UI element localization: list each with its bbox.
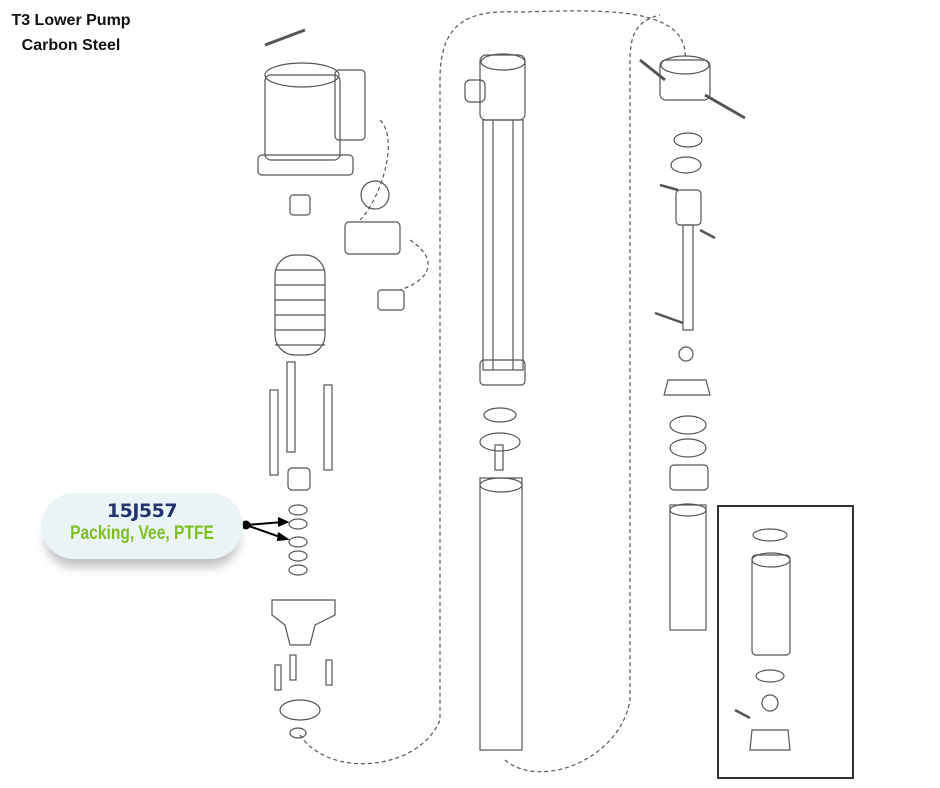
tie-frame [482, 119, 524, 371]
part-number: 15J557 [106, 500, 178, 522]
pump-head [479, 54, 526, 121]
clamp-handle [704, 93, 746, 120]
piston-rod [494, 444, 504, 471]
vee-packings [288, 504, 308, 576]
coupler [289, 194, 311, 216]
assembly-path-left [299, 10, 686, 765]
o-ring [479, 432, 521, 452]
clamp-top [660, 55, 710, 75]
fitting [377, 289, 405, 311]
motor-base [257, 154, 354, 176]
screw [274, 664, 282, 691]
part-description: Packing, Vee, PTFE [70, 523, 214, 544]
ball [678, 346, 694, 362]
gauge [360, 180, 390, 210]
tie-rod [323, 384, 333, 471]
clamp-handle [639, 58, 666, 82]
o-ring [483, 407, 517, 423]
frame-base [479, 359, 526, 386]
seal [670, 156, 702, 174]
sleeve-top [669, 503, 707, 517]
pin [654, 311, 684, 325]
screw [289, 654, 297, 681]
part-callout: 15J557 Packing, Vee, PTFE [41, 493, 243, 559]
motor-top [264, 62, 340, 88]
regulator [344, 221, 401, 255]
intake-top [751, 552, 791, 568]
callout-arrows [241, 517, 290, 541]
ball [761, 694, 779, 712]
bearing [673, 132, 703, 148]
tie-rod [269, 389, 279, 476]
displacement-rod [682, 224, 694, 331]
sleeve [669, 504, 707, 631]
o-ring [752, 528, 788, 542]
diagram-title: T3 Lower Pump Carbon Steel [6, 8, 136, 58]
tie-rod [286, 361, 296, 453]
clamp-housing [659, 59, 711, 101]
o-ring [279, 699, 321, 721]
displacement-rod-top [675, 189, 702, 226]
screw [325, 659, 333, 686]
title-line-1: T3 Lower Pump [11, 12, 131, 29]
assembly-path-right [504, 14, 661, 773]
gland [669, 464, 709, 491]
packing-nut [287, 467, 311, 491]
pump-head-top [480, 53, 526, 71]
rod-part [264, 28, 306, 47]
assembly-path-gauge [359, 119, 429, 291]
motor-housing [264, 74, 341, 161]
pin [659, 183, 679, 192]
spring [274, 254, 326, 356]
cylinder-top [479, 477, 523, 493]
motor-side [334, 69, 366, 141]
intake-housing [751, 554, 791, 656]
cylinder [479, 477, 523, 751]
pin [699, 228, 716, 240]
seal [669, 415, 707, 435]
seal [669, 438, 707, 458]
outlet-housing [271, 599, 336, 646]
outlet-port [464, 79, 486, 103]
pin [734, 708, 751, 720]
title-line-2: Carbon Steel [21, 37, 121, 54]
inset-box [717, 505, 854, 779]
piston [663, 379, 711, 396]
o-ring [755, 669, 785, 683]
washer [289, 727, 307, 739]
foot-valve [749, 729, 791, 751]
